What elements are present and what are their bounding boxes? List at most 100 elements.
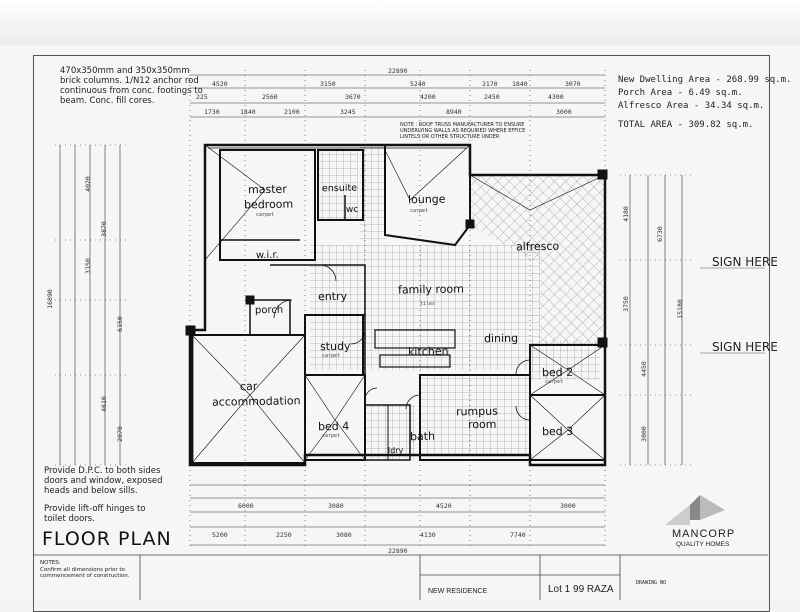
dimension-label: 3670 bbox=[345, 93, 361, 101]
tiled-floor bbox=[310, 145, 605, 460]
roof-truss-note: NOTE : ROOF TRUSS MANUFACTURER TO ENSURE… bbox=[400, 122, 525, 140]
dimension-label: 3070 bbox=[565, 80, 581, 88]
dimension-label: 2070 bbox=[115, 426, 124, 442]
dimension-label: 3150 bbox=[83, 258, 92, 274]
dimension-label: 4130 bbox=[420, 531, 436, 539]
dimension-label: 2170 bbox=[482, 80, 498, 88]
dimension-label: 2250 bbox=[276, 531, 292, 539]
dimension-label: 4020 bbox=[83, 176, 92, 192]
note-line: LINTELS OR OTHER STRUCTURE UNDER bbox=[400, 134, 500, 140]
note-line: Confirm all dimensions prior to bbox=[40, 566, 125, 573]
dimension-label: 1840 bbox=[512, 80, 528, 88]
dimension-label: 1840 bbox=[240, 108, 256, 116]
dimension-label: 3000 bbox=[639, 426, 648, 442]
dimension-lines bbox=[55, 70, 695, 550]
area-row: Porch Area - 6.49 sq.m. bbox=[618, 88, 743, 98]
room-label-accommodation: accommodation bbox=[211, 394, 301, 409]
page-title: FLOOR PLAN bbox=[42, 528, 172, 550]
room-label-entry: entry bbox=[317, 289, 348, 304]
room-label-master: master bbox=[247, 182, 287, 197]
dimension-label: 4180 bbox=[621, 206, 630, 222]
area-total-row: TOTAL AREA - 309.82 sq.m. bbox=[618, 120, 754, 130]
room-label-porch: porch bbox=[254, 304, 284, 317]
dimension-label: 4520 bbox=[436, 502, 452, 510]
note-line: UNDERLYING WALLS AS REQUIRED WHERE EFFIC… bbox=[400, 128, 526, 134]
room-label-wc: wc bbox=[345, 204, 359, 216]
dimension-label: 6000 bbox=[238, 502, 254, 510]
room-label-family: family room bbox=[397, 282, 465, 297]
floor-finish-tag: carpet bbox=[256, 212, 275, 218]
dimension-label: 6150 bbox=[115, 316, 124, 332]
room-label-bed2: bed 2 bbox=[541, 365, 574, 380]
note-line: commencement of construction. bbox=[40, 573, 130, 579]
dimension-label: 3000 bbox=[560, 502, 576, 510]
room-label-study: study bbox=[319, 339, 351, 354]
note-line: continuous from conc. footings to bbox=[60, 86, 203, 96]
dimension-label: 3870 bbox=[99, 221, 108, 237]
dimension-label: 4610 bbox=[99, 396, 108, 412]
dimension-label: 3750 bbox=[621, 296, 630, 312]
dimension-label: 5200 bbox=[212, 531, 228, 539]
floor-finish-tag: carpet bbox=[545, 379, 564, 385]
note-line: heads and below sills. bbox=[44, 486, 138, 496]
dimension-label: 7740 bbox=[510, 531, 526, 539]
sign-here-label: SIGN HERE bbox=[712, 255, 778, 269]
room-label-kitchen: kitchen bbox=[407, 344, 449, 359]
title-block bbox=[33, 554, 768, 600]
sign-here-label: SIGN HERE bbox=[712, 340, 778, 354]
note-line: 470x350mm and 350x350mm bbox=[60, 66, 190, 76]
dimension-label: 8940 bbox=[446, 108, 462, 116]
floor-finish-tag: carpet bbox=[410, 208, 429, 214]
dimension-label: 3080 bbox=[328, 502, 344, 510]
dimension-overall-left: 16890 bbox=[45, 289, 54, 309]
dimension-label: 6730 bbox=[655, 226, 664, 242]
area-row: Alfresco Area - 34.34 sq.m. bbox=[618, 101, 765, 111]
company-tagline: QUALITY HOMES bbox=[676, 541, 730, 548]
room-label-room: room bbox=[467, 417, 497, 432]
dimension-label: 5240 bbox=[410, 80, 426, 88]
dimension-overall-top: 22890 bbox=[388, 67, 408, 75]
room-label-bath: bath bbox=[409, 429, 436, 444]
note-line: NOTE : ROOF TRUSS MANUFACTURER TO ENSURE bbox=[400, 122, 525, 128]
dimension-label: 3150 bbox=[320, 80, 336, 88]
dimension-label: 4450 bbox=[639, 361, 648, 377]
dimension-label: 2100 bbox=[284, 108, 300, 116]
drawing-no-label: DRAWING NO bbox=[636, 580, 667, 586]
room-label-bed4: bed 4 bbox=[317, 419, 350, 434]
area-row: New Dwelling Area - 268.99 sq.m. bbox=[618, 75, 792, 85]
lot-name: Lot 1 99 RAZA bbox=[548, 584, 614, 595]
room-label-car: car bbox=[239, 379, 258, 394]
room-label-dining: dining bbox=[483, 331, 519, 346]
dpc-note: Provide D.P.C. to both sides doors and w… bbox=[44, 466, 163, 496]
room-label-alfresco: alfresco bbox=[515, 239, 560, 254]
dimension-label: 4300 bbox=[548, 93, 564, 101]
mancorp-logo-icon bbox=[665, 495, 725, 525]
note-line: doors and window, exposed bbox=[44, 476, 163, 486]
dimension-label: 3245 bbox=[340, 108, 356, 116]
room-label-wir: w.i.r. bbox=[255, 249, 279, 262]
dimension-label: 4520 bbox=[212, 80, 228, 88]
column-note: 470x350mm and 350x350mm brick columns. 1… bbox=[60, 66, 203, 106]
company-name: MANCORP bbox=[672, 528, 736, 540]
area-schedule: New Dwelling Area - 268.99 sq.m. Porch A… bbox=[618, 74, 791, 132]
note-line: toilet doors. bbox=[44, 514, 95, 524]
note-line: Provide D.P.C. to both sides bbox=[44, 466, 161, 476]
floor-finish-tag: carpet bbox=[322, 353, 341, 359]
room-label-bedroom: bedroom bbox=[243, 197, 294, 212]
dimension-label: 3080 bbox=[336, 531, 352, 539]
project-name: NEW RESIDENCE bbox=[428, 588, 488, 595]
room-label-ldry: ldry bbox=[387, 445, 404, 456]
room-label-lounge: lounge bbox=[407, 192, 446, 207]
room-label-ensuite: ensuite bbox=[321, 182, 358, 195]
floor-finish-tag: tiles bbox=[420, 301, 436, 307]
dimension-label: 2450 bbox=[484, 93, 500, 101]
note-line: Provide lift-off hinges to bbox=[44, 504, 146, 514]
note-line: beam. Conc. fill cores. bbox=[60, 96, 155, 106]
dimension-label: 3000 bbox=[556, 108, 572, 116]
dimension-label: 1730 bbox=[204, 108, 220, 116]
note-line: brick columns. 1/N12 anchor rod bbox=[60, 76, 199, 86]
dimension-label: 225 bbox=[196, 93, 208, 101]
dimension-overall-right: 15180 bbox=[675, 299, 684, 319]
